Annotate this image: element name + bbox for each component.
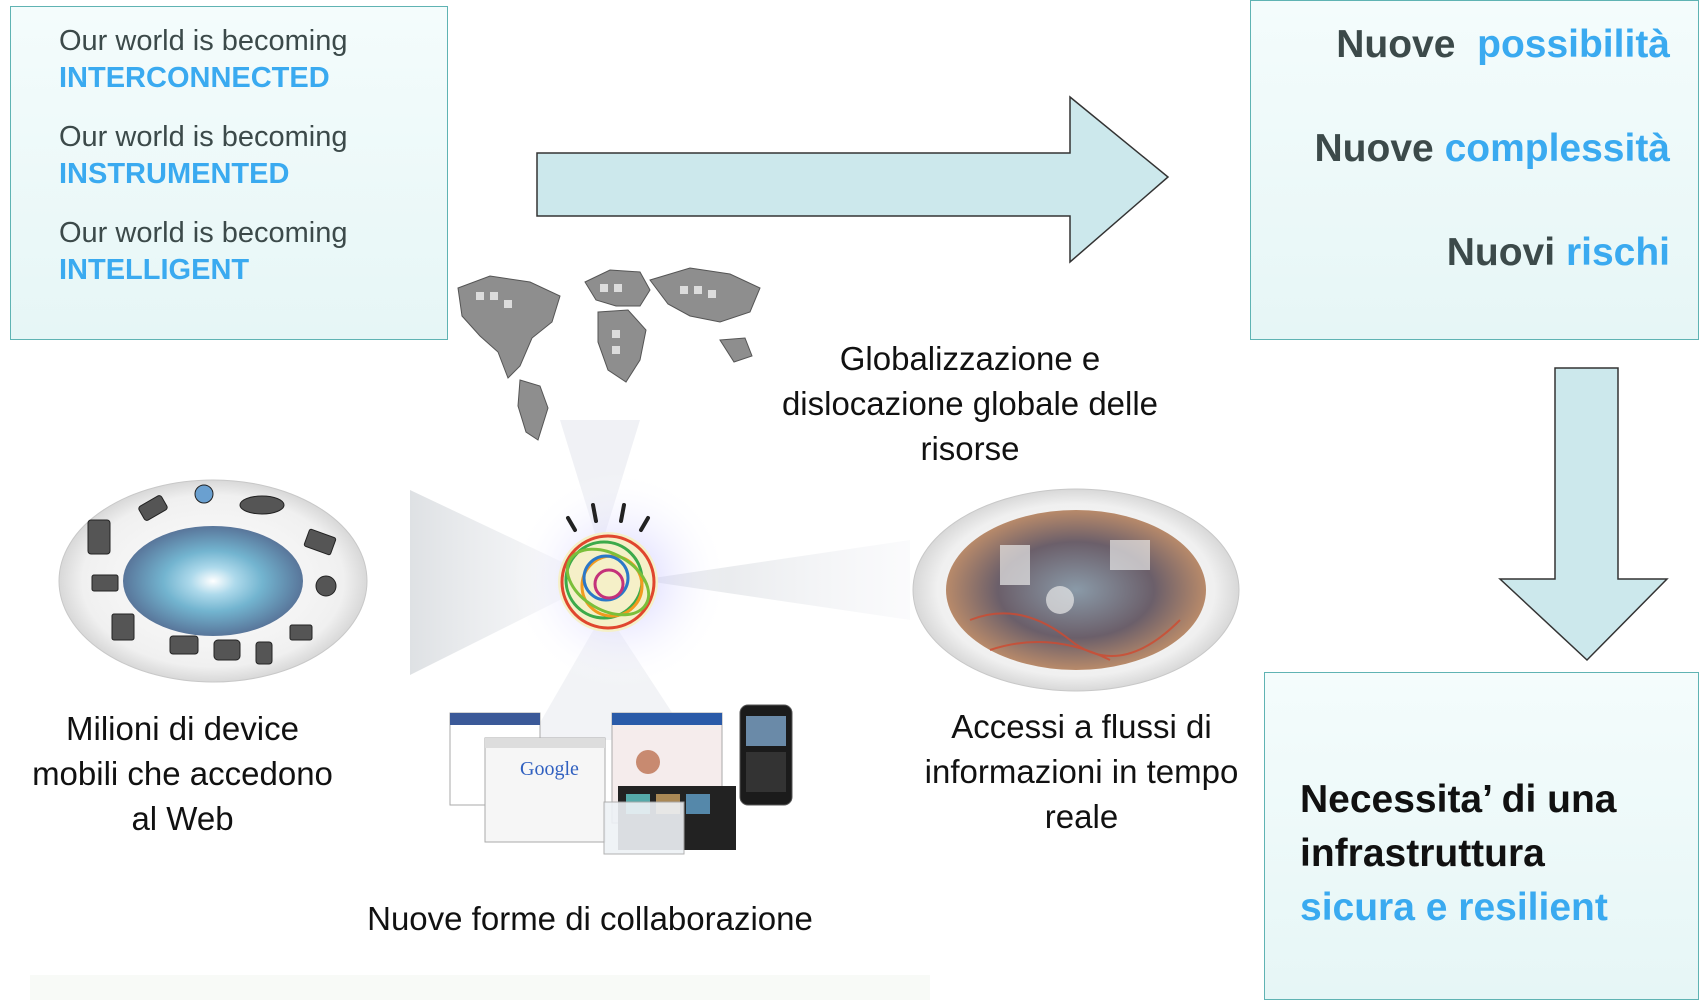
need-line-1: Necessita’ di una	[1300, 778, 1617, 821]
world-map-buildings-image	[457, 267, 761, 441]
caption-line: risorse	[920, 430, 1020, 467]
caption-line: dislocazione globale delle	[781, 385, 1159, 422]
outcomes-box: Nuove possibilità Nuove complessità Nuov…	[1250, 0, 1699, 340]
outcome-lead: Nuovi	[1446, 231, 1556, 274]
caption-realtime: Accessi a flussi di informazioni in temp…	[898, 704, 1265, 839]
need-line-2: infrastruttura	[1300, 832, 1545, 875]
need-accent: sicura e resilient	[1300, 886, 1608, 929]
statement-prefix: Our world is becoming	[59, 25, 348, 57]
outcome-rischi: Nuovi rischi	[1251, 227, 1670, 331]
footer-band	[30, 975, 930, 1000]
caption-line: mobili che accedono	[32, 755, 333, 792]
statement-prefix: Our world is becoming	[59, 217, 348, 249]
caption-line: Accessi a flussi di	[951, 708, 1212, 745]
statement-intelligent: Our world is becoming INTELLIGENT	[59, 215, 447, 289]
caption-line: Milioni di device	[66, 710, 299, 747]
outcome-accent: rischi	[1565, 231, 1670, 274]
outcome-accent: complessità	[1444, 127, 1670, 170]
statement-instrumented: Our world is becoming INSTRUMENTED	[59, 119, 447, 193]
caption-collaboration: Nuove forme di collaborazione	[367, 900, 813, 937]
caption-globalization: Globalizzazione e dislocazione globale d…	[740, 336, 1200, 471]
statement-keyword: INTELLIGENT	[59, 254, 250, 286]
smarter-planet-logo	[558, 503, 658, 632]
right-arrow	[536, 95, 1170, 264]
world-statements-box: Our world is becoming INTERCONNECTED Our…	[10, 6, 448, 340]
outcome-lead: Nuove	[1336, 23, 1456, 66]
statement-keyword: INSTRUMENTED	[59, 158, 290, 190]
infrastructure-need-box: Necessita’ di una infrastruttura sicura …	[1264, 672, 1699, 1000]
realtime-information-ellipse-image	[912, 488, 1240, 692]
caption-line: reale	[1044, 798, 1119, 835]
caption-line: al Web	[131, 800, 234, 837]
down-arrow	[1498, 367, 1669, 662]
caption-devices: Milioni di device mobili che accedono al…	[0, 706, 365, 841]
statement-interconnected: Our world is becoming INTERCONNECTED	[59, 23, 447, 97]
caption-line: Globalizzazione e	[839, 340, 1101, 377]
outcome-possibilita: Nuove possibilità	[1251, 19, 1670, 123]
caption-line: informazioni in tempo	[924, 753, 1239, 790]
svg-text:Google: Google	[520, 758, 579, 780]
statement-keyword: INTERCONNECTED	[59, 62, 330, 94]
outcome-lead: Nuove	[1314, 127, 1434, 170]
mobile-devices-ellipse-image	[58, 479, 368, 683]
outcome-complessita: Nuove complessità	[1251, 123, 1670, 227]
statement-prefix: Our world is becoming	[59, 121, 348, 153]
social-web-collage-image: Google	[449, 704, 793, 855]
outcome-accent: possibilità	[1477, 23, 1670, 66]
